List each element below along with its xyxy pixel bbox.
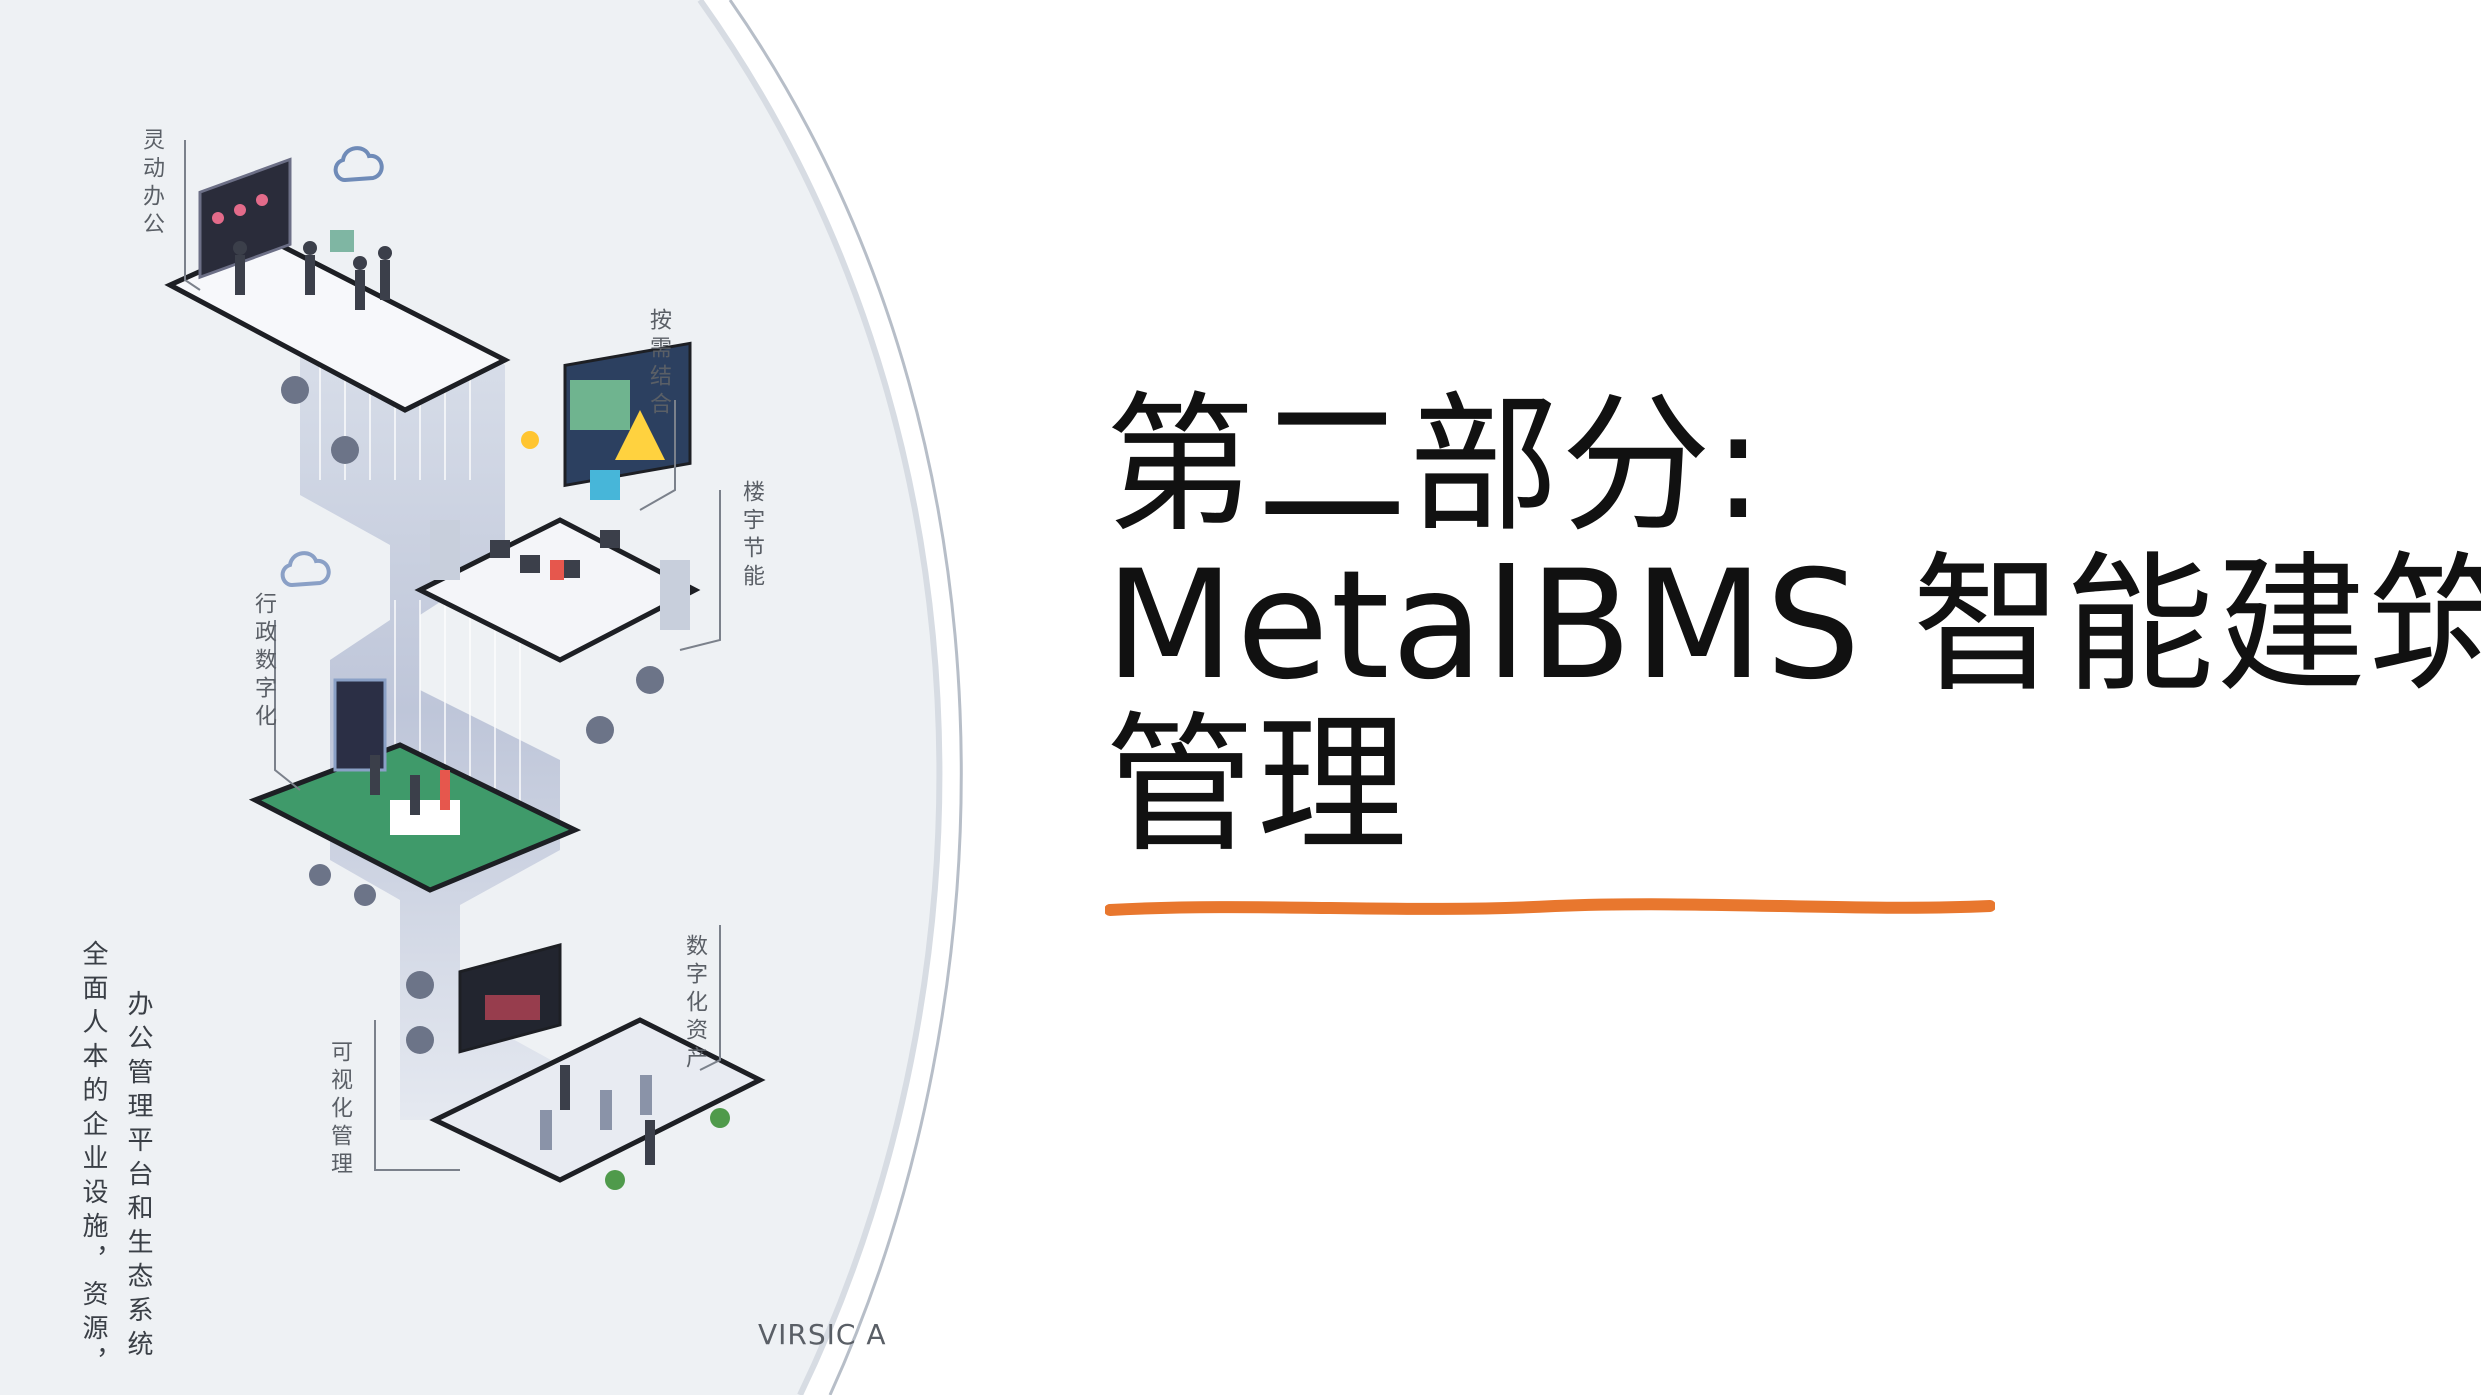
label-visual-management: 可视化管理 [327,1040,352,1180]
connector-ribbon [300,300,560,1120]
side-text-facilities: 全面人本的企业设施，资源， [78,940,108,1382]
platform-middle [414,517,701,663]
curve-accent [697,0,943,1395]
title-underline [1105,898,1995,916]
label-building-energy: 楼宇节能 [739,480,764,592]
cloud-icon [280,551,331,588]
cloud-icon [333,146,384,183]
side-text-platform: 办公管理平台和生态系统 [123,990,153,1364]
label-on-demand: 按需结合 [646,308,671,420]
title-line: 第二部分: [1105,379,1766,553]
brand-logo-text: VIRSIC A [758,1318,887,1351]
label-flexible-office: 灵动办公 [139,128,164,240]
platform-bottom [429,1017,766,1183]
label-admin-digital: 行政数字化 [251,592,276,732]
label-digital-assets: 数字化资产 [682,934,707,1074]
title-line: MetalBMS 智能建筑 [1105,539,2481,713]
title-line: 管理 [1105,699,1410,873]
curve-accent [728,0,963,1395]
gear-icon [281,376,664,1054]
slide-title: 第二部分: MetalBMS 智能建筑 管理 [1105,379,2481,873]
